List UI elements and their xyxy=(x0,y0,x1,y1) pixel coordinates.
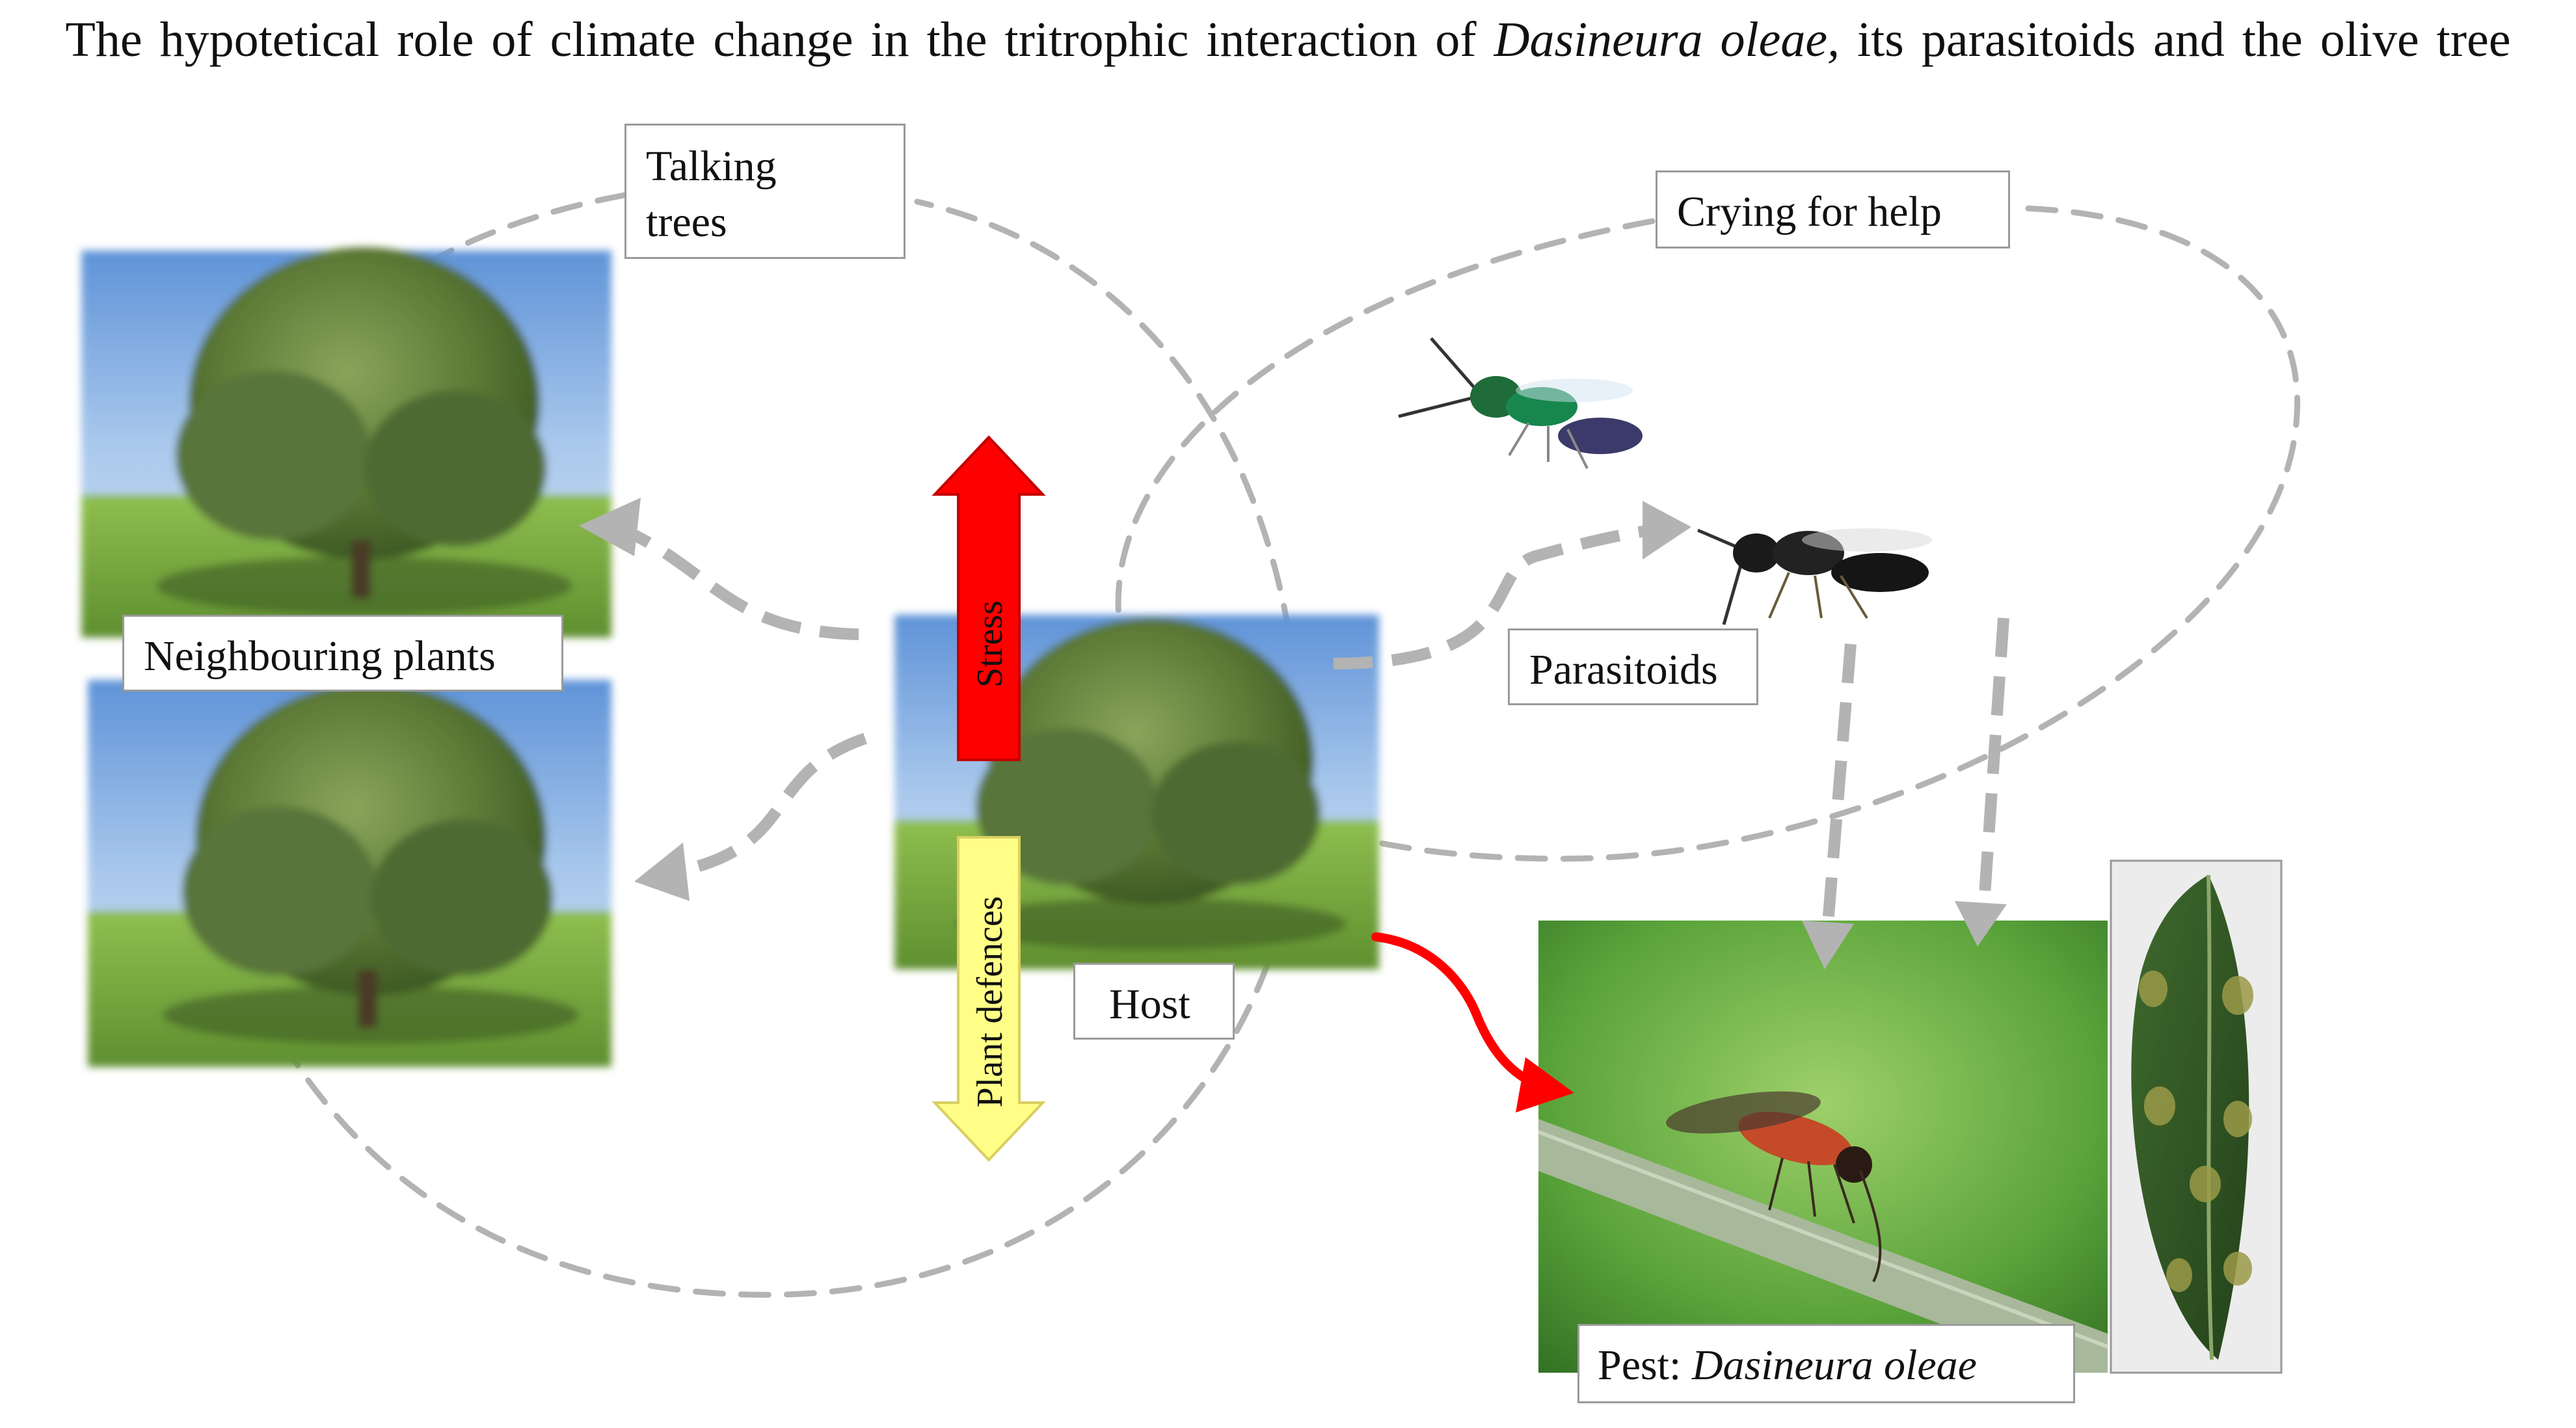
neighbouring-plants-label: Neighbouring plants xyxy=(122,615,563,692)
pest-photo xyxy=(1537,921,2109,1373)
parasitoid-to-pest-connector-right xyxy=(1978,617,2009,905)
stress-arrow-label: Stress xyxy=(970,600,1010,688)
plant-defences-arrow-label: Plant defences xyxy=(970,896,1010,1108)
talking-trees-label-line1: Talking xyxy=(646,142,777,190)
host-to-neighbour-top-connector xyxy=(622,524,859,640)
crying-for-help-loop xyxy=(1115,205,2300,862)
pest-label-prefix: Pest: xyxy=(1598,1341,1692,1389)
arrowhead-pest-left xyxy=(1802,921,1854,969)
title-species: Dasineura oleae, xyxy=(1494,12,1840,67)
parasitoid-wasp-black xyxy=(1697,528,1932,625)
host-to-pest-arrowhead xyxy=(1516,1057,1574,1112)
pest-label-species: Dasineura oleae xyxy=(1691,1341,1977,1389)
arrowhead-parasitoids xyxy=(1643,501,1691,559)
plant-defences-arrow xyxy=(932,836,1046,1162)
title-prefix: The hypotetical role of climate change i… xyxy=(65,12,1494,67)
neighbouring-plant-photo-top xyxy=(81,247,611,638)
neighbouring-plant-photo-bottom xyxy=(88,680,611,1067)
talking-trees-label: Talking trees xyxy=(624,124,906,259)
arrowhead-neighbour-top xyxy=(579,498,641,556)
talking-trees-label-line2: trees xyxy=(646,198,727,246)
arrowhead-neighbour-bottom xyxy=(634,842,690,901)
host-label: Host xyxy=(1073,963,1235,1040)
host-to-neighbour-bottom-connector xyxy=(675,733,867,878)
stress-arrow xyxy=(932,435,1046,761)
host-tree-photo xyxy=(894,615,1379,969)
crying-for-help-label: Crying for help xyxy=(1656,170,2010,249)
pest-label: Pest: Dasineura oleae xyxy=(1577,1324,2075,1403)
parasitoids-label: Parasitoids xyxy=(1508,628,1758,705)
olive-leaf-photo xyxy=(2110,859,2283,1374)
host-to-pest-arrow xyxy=(1371,932,1543,1090)
arrowhead-pest-right xyxy=(1955,901,2007,947)
host-to-parasitoids-connector xyxy=(1333,524,1654,669)
parasitoid-to-pest-connector-left xyxy=(1822,643,1857,924)
title-suffix: its parasitoids and the olive tree xyxy=(1840,12,2511,67)
diagram-title: The hypotetical role of climate change i… xyxy=(0,12,2576,68)
parasitoid-wasp-green xyxy=(1398,337,1643,469)
